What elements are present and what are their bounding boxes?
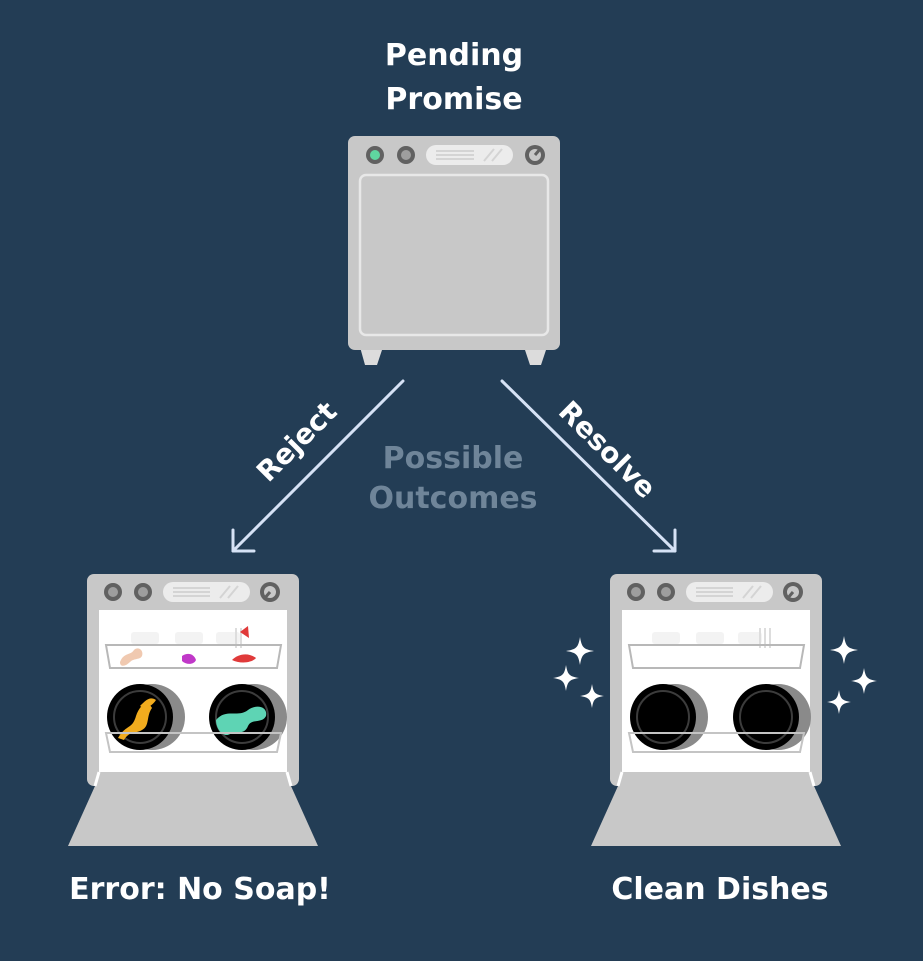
pending-title-line1: Pending: [384, 38, 524, 73]
sparkles-left: [553, 637, 604, 708]
resolved-dishwasher: [591, 574, 841, 846]
upper-rack: [627, 644, 806, 669]
right-foot: [524, 347, 547, 365]
closed-door: [358, 173, 550, 337]
possible-outcomes-label: Possible Outcomes: [341, 439, 565, 519]
rejected-dishwasher: [68, 574, 318, 846]
stain: [216, 706, 267, 736]
stain: [118, 703, 152, 740]
sparkle-icon: [827, 690, 851, 714]
resolved-caption: Clean Dishes: [611, 872, 829, 907]
stain: [182, 653, 196, 664]
outcomes-line2: Outcomes: [368, 481, 538, 516]
stain: [120, 648, 143, 666]
reject-arrow: [231, 379, 405, 553]
sparkle-icon: [580, 684, 604, 708]
left-foot: [360, 347, 383, 365]
sparkle-icon: [830, 636, 858, 664]
pending-dishwasher: [348, 136, 560, 365]
outcomes-line1: Possible: [382, 441, 524, 476]
pending-title: Pending Promise: [331, 34, 577, 122]
upper-rack: [104, 644, 283, 669]
sparkle-icon: [851, 668, 877, 694]
sparkle-icon: [566, 637, 594, 665]
sparkle-icon: [553, 665, 579, 691]
clean-plate: [733, 684, 799, 750]
pending-title-line2: Promise: [385, 82, 523, 117]
resolve-arrow: [500, 379, 677, 553]
clean-plate: [630, 684, 696, 750]
lower-rack: [627, 732, 806, 753]
sparkles-right: [827, 636, 877, 714]
stain: [232, 654, 256, 663]
open-door: [591, 786, 841, 846]
power-light-icon: [370, 150, 380, 160]
rejected-caption: Error: No Soap!: [69, 872, 331, 907]
open-door: [68, 786, 318, 846]
lower-rack: [104, 732, 283, 753]
